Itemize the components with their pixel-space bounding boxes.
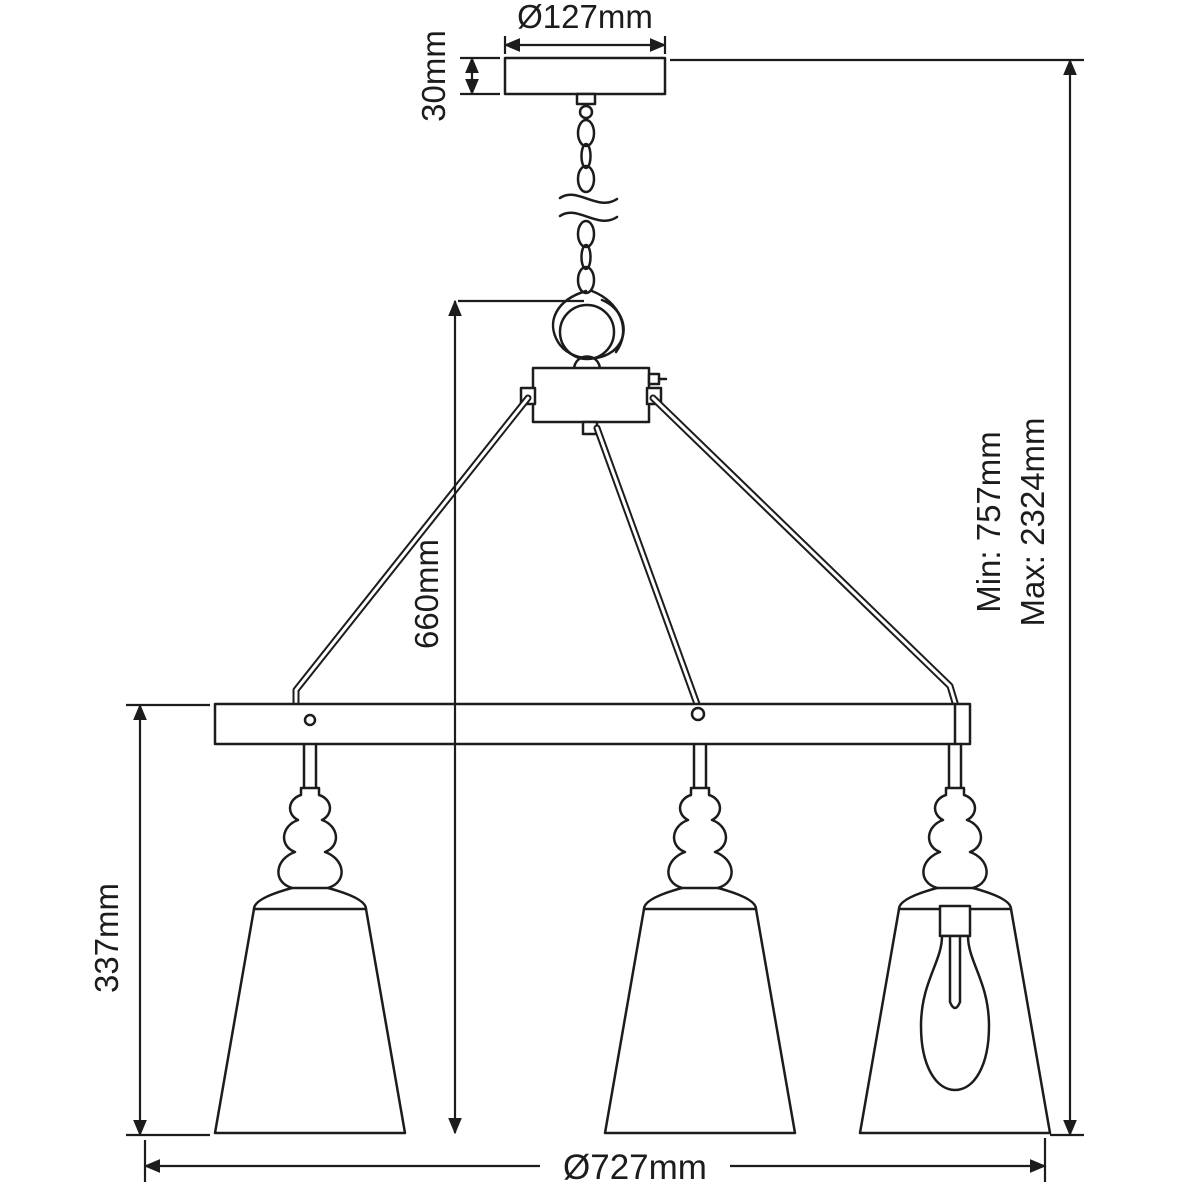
min-drop-label: Min: 757mm	[970, 431, 1007, 613]
arms	[292, 394, 960, 710]
canopy-height-label: 30mm	[415, 30, 452, 122]
suspension-bar	[213, 702, 972, 746]
dim-overall-drop: Min: 757mm Max: 2324mm	[670, 58, 1084, 1137]
overall-diameter-label: Ø727mm	[563, 1148, 707, 1187]
ceiling-canopy	[503, 56, 667, 120]
dim-canopy-diameter: Ø127mm	[503, 0, 667, 54]
shade-left	[213, 742, 407, 1135]
light-bulb	[919, 904, 991, 1092]
shade-right	[858, 742, 1052, 1135]
dim-overall-diameter: Ø727mm	[143, 1138, 1047, 1187]
chain-break-icon	[558, 193, 619, 222]
shade-middle	[603, 742, 797, 1135]
arm-right	[649, 394, 960, 710]
hanging-ring	[551, 289, 625, 372]
shade-height-label: 337mm	[88, 883, 125, 993]
dim-canopy-height: 30mm	[415, 30, 500, 122]
max-drop-label: Max: 2324mm	[1014, 417, 1051, 626]
arm-middle	[593, 424, 701, 708]
canopy-stem	[575, 92, 597, 106]
bar-screw-left	[303, 713, 317, 727]
body-height-label: 660mm	[408, 539, 445, 649]
bar-knob-middle	[690, 706, 706, 722]
suspension-chain	[558, 118, 619, 295]
canopy-diameter-label: Ø127mm	[517, 0, 653, 35]
dim-body-height: 660mm	[408, 299, 584, 1135]
dim-shade-height: 337mm	[88, 703, 210, 1137]
central-hub	[519, 366, 668, 436]
